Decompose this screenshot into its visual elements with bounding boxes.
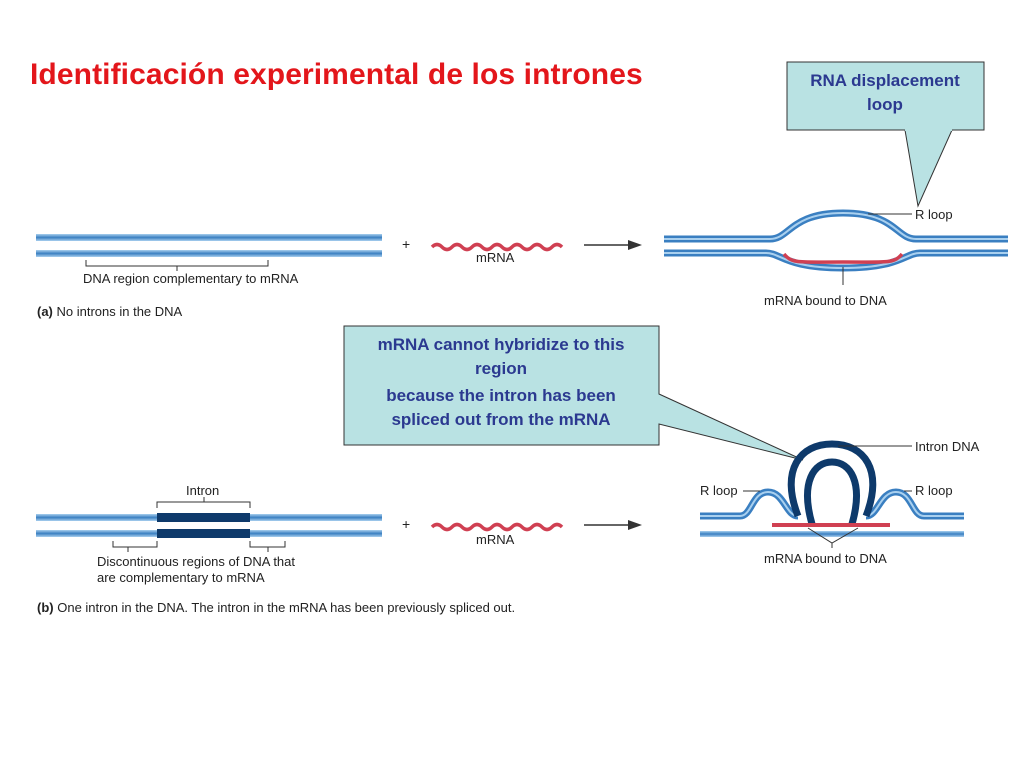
panel-a: DNA region complementary to mRNA + mRNA … [36,207,1008,319]
panel-b-mrna-label: mRNA [476,532,515,547]
panel-a-mrna-strand [430,242,564,252]
callout-rna-displacement-line1: RNA displacement [810,71,960,90]
callout-cannot-hybridize-line2: region [475,359,527,378]
panel-b-caption-tag: (b) [37,600,54,615]
panel-a-bound-mrna [782,252,904,264]
panel-b-discontinuous-line1: Discontinuous regions of DNA that [97,554,295,569]
panel-b-exon-brackets [112,541,286,552]
panel-b-r-loop-left-label: R loop [700,483,738,498]
panel-b-arrow [584,520,642,530]
panel-a-caption: No introns in the DNA [53,304,183,319]
callout-cannot-hybridize-line4: spliced out from the mRNA [391,410,610,429]
panel-b-bound-label: mRNA bound to DNA [764,551,887,566]
callout-rna-displacement: RNA displacement loop [786,61,985,208]
panel-b-dna-duplex [36,513,382,538]
callout-cannot-hybridize: mRNA cannot hybridize to this region bec… [343,325,804,461]
page-title: Identificación experimental de los intro… [30,58,643,91]
panel-b-r-loop-right-label: R loop [915,483,953,498]
svg-text:(a) No introns in the DNA: (a) No introns in the DNA [37,304,183,319]
panel-b-bound-mrna [772,523,890,527]
panel-a-r-loop-label: R loop [915,207,953,222]
panel-b-intron-segment-bottom [157,529,250,538]
panel-a-mrna-label: mRNA [476,250,515,265]
panel-b-plus: + [402,516,410,532]
callout-cannot-hybridize-line3: because the intron has been [386,386,616,405]
panel-b-intron-segment-top [157,513,250,522]
panel-a-arrow [584,240,642,250]
panel-b: Intron Discontinuous regions of DNA that… [36,439,980,615]
panel-b-intron-dna-label: Intron DNA [915,439,980,454]
panel-b-intron-bracket [156,497,251,508]
panel-b-mrna-strand [430,522,564,532]
panel-a-r-loop-structure [664,209,1008,272]
panel-b-caption: One intron in the DNA. The intron in the… [54,600,516,615]
panel-b-intron-loop-structure [700,440,964,537]
panel-b-intron-label: Intron [186,483,219,498]
panel-a-dna-region-label: DNA region complementary to mRNA [83,271,299,286]
callout-rna-displacement-line2: loop [867,95,903,114]
callout-cannot-hybridize-line1: mRNA cannot hybridize to this [378,335,625,354]
panel-b-discontinuous-line2: are complementary to mRNA [97,570,265,585]
panel-a-region-bracket [85,260,269,271]
panel-a-caption-tag: (a) [37,304,53,319]
panel-a-plus: + [402,236,410,252]
svg-text:(b) One intron in the DNA. The: (b) One intron in the DNA. The intron in… [37,600,515,615]
panel-a-bound-label: mRNA bound to DNA [764,293,887,308]
panel-a-dna-duplex [36,234,382,257]
